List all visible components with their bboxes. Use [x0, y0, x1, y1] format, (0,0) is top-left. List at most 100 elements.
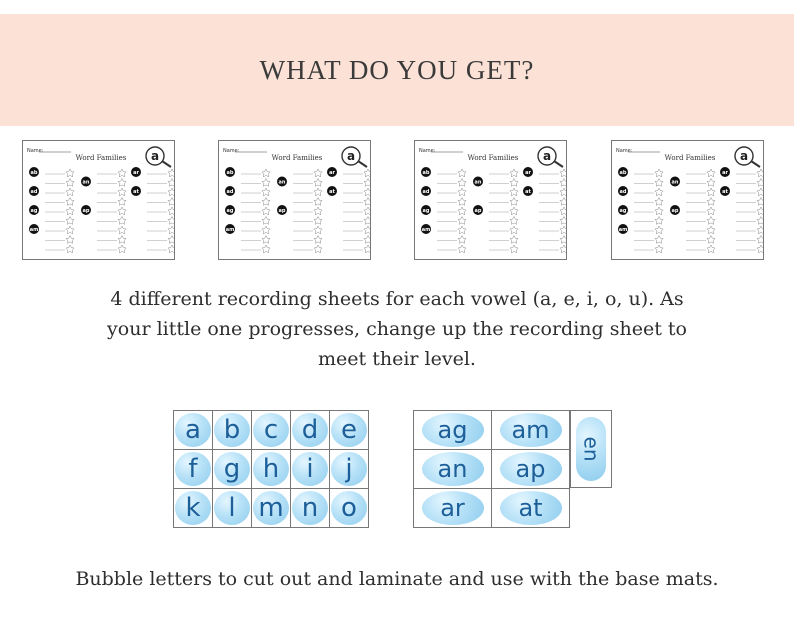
family-dot — [277, 176, 287, 187]
family-label: ar — [133, 170, 139, 176]
star-icon — [363, 187, 370, 197]
family-label: at — [329, 189, 335, 195]
sheet-vowel: a — [151, 149, 159, 163]
family-dot — [473, 205, 483, 215]
star-icon — [654, 197, 664, 206]
star-icon — [363, 225, 370, 235]
star-icon — [313, 216, 323, 225]
star-icon — [706, 225, 716, 235]
family-bubble: ap — [499, 452, 562, 486]
star-icon — [261, 168, 271, 178]
star-icon — [65, 206, 75, 216]
family-bubble: an — [421, 452, 484, 486]
family-dot — [670, 176, 680, 187]
star-icon — [706, 168, 716, 178]
family-label: ab — [423, 170, 430, 176]
family-bubble: am — [499, 413, 562, 447]
family-label: at — [722, 189, 728, 195]
star-icon — [363, 244, 370, 254]
family-label: ag — [620, 208, 627, 214]
family-label: ad — [423, 189, 430, 195]
family-card-ag: ag — [413, 410, 492, 450]
family-card-at: at — [491, 488, 570, 528]
letter-card-d: d — [290, 410, 330, 450]
family-dot — [29, 186, 39, 196]
letter-card-k: k — [173, 488, 213, 528]
letter-card-i: i — [290, 449, 330, 489]
sheet-title: Word Families — [468, 154, 519, 162]
family-bubble: ar — [421, 491, 484, 525]
letter-bubble: j — [331, 452, 367, 486]
family-dot — [225, 186, 235, 196]
star-icon — [654, 244, 664, 254]
star-icon — [117, 178, 127, 187]
family-dot — [618, 186, 628, 196]
star-icon — [509, 197, 519, 206]
family-label: ab — [227, 170, 234, 176]
sheet-title: Word Families — [665, 154, 716, 162]
caption: Bubble letters to cut out and laminate a… — [75, 568, 719, 590]
letter-card-a: a — [173, 410, 213, 450]
star-icon — [261, 197, 271, 206]
star-icon — [167, 168, 174, 178]
star-icon — [457, 225, 467, 235]
family-label: am — [30, 227, 39, 233]
star-icon — [654, 216, 664, 225]
family-label: ag — [423, 208, 430, 214]
letter-card-c: c — [251, 410, 291, 450]
vowel-badge — [341, 146, 361, 166]
star-icon — [313, 206, 323, 216]
star-icon — [261, 225, 271, 235]
star-icon — [261, 244, 271, 254]
star-icon — [654, 168, 664, 178]
star-icon — [706, 216, 716, 225]
family-label: ad — [227, 189, 234, 195]
star-icon — [706, 235, 716, 244]
family-dot — [523, 167, 533, 177]
family-dot — [81, 205, 91, 215]
family-label: am — [619, 227, 628, 233]
sheet-vowel: a — [543, 149, 551, 163]
letter-bubble: i — [292, 452, 328, 486]
sheet-vowel: a — [740, 149, 748, 163]
star-icon — [559, 178, 566, 187]
letter-bubble: o — [331, 491, 367, 525]
description-line-1: 4 different recording sheets for each vo… — [110, 288, 684, 310]
star-icon — [756, 216, 763, 225]
star-icon — [65, 168, 75, 178]
vowel-tab-bubble: en — [576, 417, 606, 481]
family-card-ar: ar — [413, 488, 492, 528]
star-icon — [559, 197, 566, 206]
star-icon — [509, 225, 519, 235]
star-icon — [363, 168, 370, 178]
family-dot — [29, 167, 39, 177]
family-label: ad — [31, 189, 38, 195]
star-icon — [457, 197, 467, 206]
star-icon — [756, 206, 763, 216]
star-icon — [559, 235, 566, 244]
star-icon — [559, 225, 566, 235]
letter-bubble: m — [253, 491, 289, 525]
sheet-vowel: a — [347, 149, 355, 163]
vowel-tab-card: en — [570, 410, 612, 488]
family-bubble: at — [499, 491, 562, 525]
letter-card-m: m — [251, 488, 291, 528]
family-label: ag — [227, 208, 234, 214]
family-dot — [618, 224, 628, 234]
family-label: ag — [31, 208, 38, 214]
letter-bubble: d — [292, 413, 328, 447]
star-icon — [756, 168, 763, 178]
star-icon — [117, 216, 127, 225]
family-dot — [421, 205, 431, 215]
star-icon — [363, 216, 370, 225]
magnifier-handle-icon — [553, 160, 564, 168]
star-icon — [261, 235, 271, 244]
star-icon — [457, 244, 467, 254]
family-dot — [473, 176, 483, 187]
family-label: ab — [620, 170, 627, 176]
vowel-tab-label: en — [578, 436, 603, 462]
family-label: am — [422, 227, 431, 233]
